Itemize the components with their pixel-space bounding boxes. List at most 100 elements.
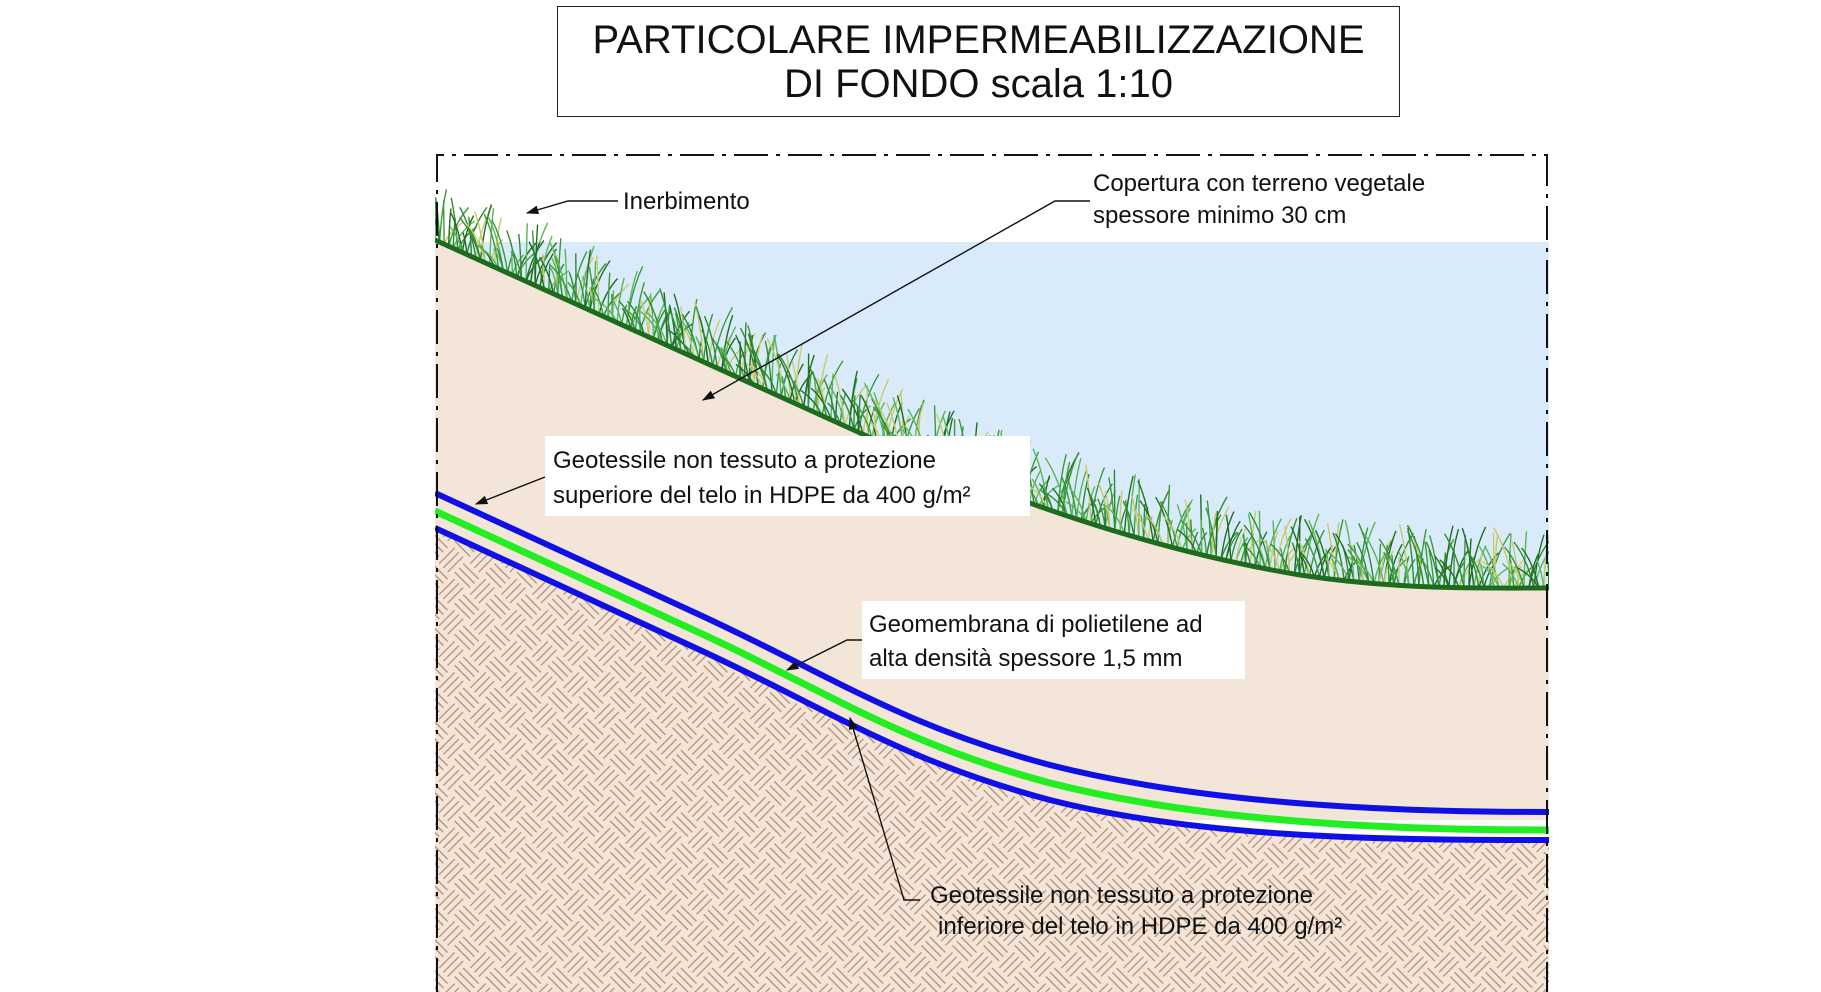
grass-blade: [1122, 500, 1135, 537]
grass-blade: [1248, 511, 1271, 570]
grass-blade: [580, 246, 595, 307]
grass-blade: [1548, 559, 1549, 589]
grass-blade: [1181, 520, 1203, 555]
grass-blade: [794, 342, 804, 404]
grass-blade: [1533, 550, 1549, 589]
grass-blade: [1482, 560, 1505, 589]
grass-blade: [1220, 511, 1235, 560]
grass-blade: [1303, 513, 1320, 576]
grass-blade: [483, 213, 500, 269]
label-geomembrana-1: Geomembrana di polietilene ad: [869, 611, 1203, 638]
lower-geotextile-line: [435, 525, 1549, 843]
grass-blade: [1071, 458, 1082, 518]
grass-blade: [821, 360, 844, 416]
grass-blade: [844, 385, 867, 427]
drawing-frame: [436, 154, 1548, 992]
grass-blade: [538, 257, 555, 294]
grass-blade: [1467, 551, 1485, 589]
grass-blade: [1274, 517, 1292, 571]
grass-blade: [1508, 554, 1515, 589]
grass-blade: [1303, 519, 1325, 579]
grass-blade: [1042, 475, 1051, 508]
grass-blade: [1391, 554, 1395, 586]
grass-blade: [550, 265, 573, 303]
grass-blade: [1090, 467, 1106, 524]
grass-blade: [1210, 506, 1230, 558]
grass-blade: [703, 315, 718, 369]
grass-blade: [479, 204, 493, 261]
grass-blade: [1160, 513, 1183, 551]
grass-blade: [643, 291, 664, 344]
grass-blade: [548, 241, 568, 301]
geomembrane-line: [435, 507, 1549, 834]
grass-blade: [1086, 487, 1097, 526]
grass-blade: [438, 189, 448, 243]
title-box: PARTICOLARE IMPERMEABILIZZAZIONE DI FOND…: [557, 6, 1400, 117]
title-line-2: DI FONDO scala 1:10: [783, 62, 1173, 106]
grass-blade: [598, 278, 619, 315]
grass-blade: [1383, 550, 1394, 585]
grass-blade: [712, 306, 734, 367]
grass-blade: [1478, 552, 1483, 589]
grass-blade: [649, 293, 655, 340]
grass-blade: [739, 332, 756, 379]
grass-blade: [1124, 499, 1130, 536]
grass-blade: [452, 220, 476, 249]
grass-blade: [607, 283, 630, 319]
grass-blade: [626, 300, 646, 336]
grass-blade: [1406, 525, 1430, 588]
grass-blade: [611, 290, 615, 321]
grass-blade: [466, 223, 486, 263]
grass-blade: [1068, 487, 1087, 523]
grass-blade: [1066, 478, 1078, 520]
grass-blade: [1535, 558, 1545, 589]
grass-blade: [1483, 545, 1500, 589]
label-geotessile-inf-2: inferiore del telo in HDPE da 400 g/m²: [938, 913, 1342, 940]
grass-blade: [1504, 546, 1525, 589]
grass-blade: [764, 340, 773, 393]
grass-blade: [808, 365, 828, 418]
grass-blade: [1448, 528, 1460, 588]
grass-blade: [1137, 480, 1154, 543]
grass-blade: [1308, 529, 1325, 577]
grass-blade: [1362, 531, 1385, 585]
grass-blade: [1279, 535, 1291, 572]
grass-blade: [1358, 521, 1376, 583]
label-bg-geomembrana: [862, 601, 1245, 679]
grass-blade: [1358, 523, 1375, 584]
grass-blade: [1159, 501, 1178, 549]
grass-blade: [1031, 478, 1045, 508]
grass-blade: [1176, 507, 1192, 549]
grass-blade: [852, 399, 873, 439]
grass-blade: [1290, 526, 1306, 576]
grass-blade: [1533, 534, 1545, 589]
grass-blade: [871, 401, 886, 439]
leader-geomembrana: [785, 639, 862, 671]
grass-blade: [1225, 514, 1232, 562]
grass-blade: [1061, 476, 1073, 518]
grass-blade: [528, 241, 545, 290]
grass-blade: [1258, 510, 1261, 568]
grass-blade: [1201, 527, 1208, 556]
grass-blade: [625, 270, 638, 327]
grass-blade: [1468, 526, 1487, 588]
grass-blade: [1521, 547, 1540, 589]
title-line-1: PARTICOLARE IMPERMEABILIZZAZIONE: [592, 18, 1365, 62]
grass-blade: [1264, 518, 1283, 569]
grass-blade: [1378, 539, 1392, 585]
grass-blade: [788, 374, 805, 408]
grass-blade: [584, 249, 592, 309]
grass-blade: [646, 311, 668, 346]
grass-blade: [710, 335, 728, 373]
grass-blade: [1205, 507, 1217, 559]
grass-blade: [1132, 508, 1150, 542]
grass-blade: [1032, 448, 1049, 510]
grass-blade: [534, 224, 539, 286]
grass-blade: [789, 363, 804, 402]
grass-blade: [791, 360, 800, 406]
grass-blade: [739, 327, 759, 387]
grass-blade: [775, 363, 782, 396]
grass-blade: [1443, 533, 1465, 588]
grass-blade: [525, 223, 528, 282]
grass-blade: [848, 370, 858, 429]
